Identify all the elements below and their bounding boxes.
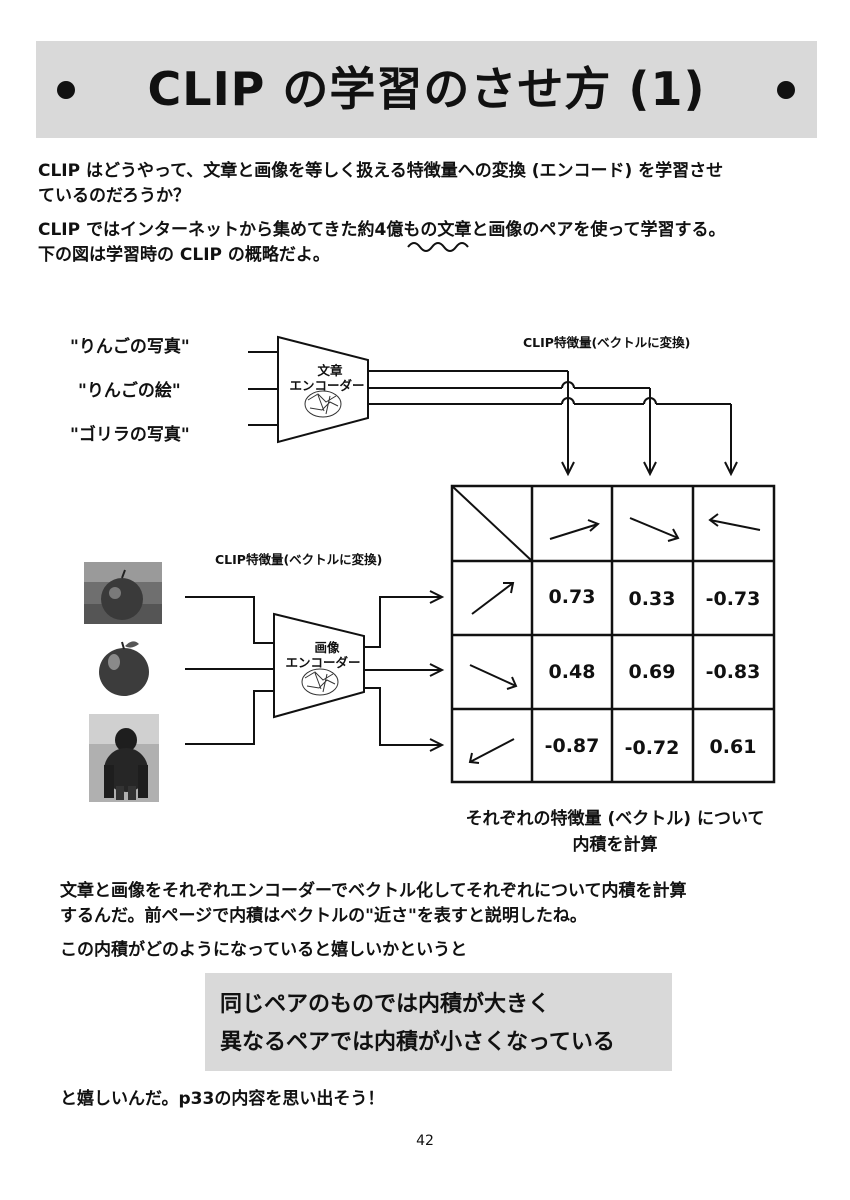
- apple-drawing-thumbnail: [99, 641, 149, 696]
- arrowhead-right-3: [429, 738, 445, 752]
- image-encoder-label-bottom: エンコーダー: [285, 655, 361, 670]
- matrix-cell-3-1: -0.87: [544, 735, 600, 757]
- gorilla-photo-thumbnail: [89, 714, 159, 802]
- matrix-cell-2-1: 0.48: [548, 661, 596, 683]
- matrix-cell-1-1: 0.73: [548, 586, 596, 608]
- image-output-path-3: [364, 687, 440, 746]
- image-encoder-label-top: 画像: [314, 640, 340, 655]
- matrix-caption-line-2: 内積を計算: [572, 835, 658, 855]
- image-input-path-3: [185, 690, 274, 745]
- text-input-label-2: "りんごの絵": [78, 381, 181, 401]
- page-title: CLIP の学習のさせ方 (1): [147, 62, 706, 116]
- arrowhead-right-1: [429, 590, 445, 604]
- matrix-cell-3-2: -0.72: [624, 737, 680, 759]
- callout-line-1: 同じペアのものでは内積が大きく: [220, 992, 551, 1017]
- feature-label-left: CLIP特徴量(ベクトルに変換): [215, 552, 383, 567]
- matrix-cell-1-2: 0.33: [628, 588, 676, 610]
- text-input-label-1: "りんごの写真": [70, 337, 190, 357]
- matrix-cell-3-3: 0.61: [709, 736, 757, 758]
- header-vector-1: [549, 519, 600, 540]
- matrix-cell-2-3: -0.83: [705, 661, 761, 683]
- body-line-3: この内積がどのようになっていると嬉しいかというと: [60, 940, 468, 960]
- matrix-corner-diagonal: [451, 485, 533, 562]
- callout-line-2: 異なるペアでは内積が小さくなっている: [220, 1030, 615, 1055]
- arrowhead-down-2: [643, 461, 657, 477]
- page-number: 42: [416, 1133, 434, 1149]
- matrix-cell-1-3: -0.73: [705, 588, 761, 610]
- callout-box: [205, 973, 672, 1071]
- apple-photo-thumbnail: [84, 562, 162, 624]
- body-line-2: するんだ。前ページで内積はベクトルの"近さ"を表すと説明したね。: [60, 906, 587, 926]
- header-vector-3: [708, 513, 761, 531]
- body-line-1: 文章と画像をそれぞれエンコーダーでベクトル化してそれぞれについて内積を計算: [60, 881, 687, 901]
- text-encoder-label-top: 文章: [317, 363, 343, 378]
- title-banner: [36, 41, 817, 138]
- matrix-caption-line-1: それぞれの特徴量 (ベクトル) について: [465, 809, 765, 829]
- intro-line-3: CLIP ではインターネットから集めてきた約4億もの文章と画像のペアを使って学習…: [38, 220, 726, 240]
- image-input-path-1: [185, 596, 274, 644]
- text-output-line-3-hop-1: [561, 397, 575, 405]
- row-vector-3: [468, 738, 515, 764]
- header-vector-2: [629, 517, 680, 542]
- intro-line-2: ているのだろうか？: [38, 186, 190, 206]
- matrix-cell-2-2: 0.69: [628, 661, 676, 683]
- text-encoder-label-bottom: エンコーダー: [289, 378, 365, 393]
- brain-icon: [301, 668, 339, 696]
- bullet-dot-right: [777, 81, 795, 99]
- arrowhead-down-1: [561, 461, 575, 477]
- text-input-label-3: "ゴリラの写真": [70, 425, 190, 445]
- text-output-line-2-hop: [561, 381, 575, 389]
- wavy-underline: [407, 242, 469, 252]
- text-output-line-3-hop-2: [643, 397, 657, 405]
- bullet-dot-left: [57, 81, 75, 99]
- row-vector-1: [471, 582, 515, 615]
- brain-icon: [304, 390, 342, 418]
- intro-line-1: CLIP はどうやって、文章と画像を等しく扱える特徴量への変換 (エンコード) …: [38, 161, 724, 181]
- text-encoder-shape: [277, 335, 369, 444]
- arrowhead-down-3: [724, 461, 738, 477]
- image-output-path-1: [364, 596, 440, 648]
- closing-line: と嬉しいんだ。p33の内容を思い出そう！: [60, 1089, 385, 1109]
- arrowhead-right-2: [429, 663, 445, 677]
- feature-label-top: CLIP特徴量(ベクトルに変換): [523, 335, 691, 350]
- intro-line-4: 下の図は学習時の CLIP の概略だよ。: [38, 245, 330, 265]
- image-encoder-shape: [273, 612, 365, 719]
- row-vector-2: [469, 664, 518, 690]
